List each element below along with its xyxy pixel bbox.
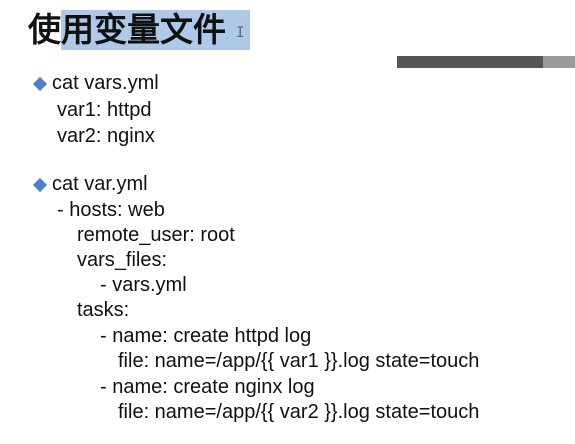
section1-line-1: var1: httpd <box>57 99 152 121</box>
section1-heading: cat vars.yml <box>52 72 159 94</box>
section2-line-task2-file: file: name=/app/{{ var2 }}.log state=tou… <box>118 401 480 423</box>
section2-line-vars-yml: - vars.yml <box>100 274 187 296</box>
text-cursor-icon: I <box>236 25 245 41</box>
section2-line-remote-user: remote_user: root <box>77 224 235 246</box>
section2-line-vars-files: vars_files: <box>77 249 168 271</box>
section2-heading: cat var.yml <box>52 173 148 195</box>
section2-line-hosts: - hosts: web <box>57 199 165 221</box>
section2-line-task1-file: file: name=/app/{{ var1 }}.log state=tou… <box>118 350 480 372</box>
section2-line-tasks: tasks: <box>77 299 130 321</box>
title-selection-highlight <box>61 10 250 50</box>
section2-line-task2-name: - name: create nginx log <box>100 376 315 398</box>
header-bar-dark <box>397 56 543 68</box>
header-bar-light <box>543 56 575 68</box>
diamond-bullet-icon <box>32 177 48 193</box>
diamond-bullet-icon <box>32 76 48 92</box>
section1-line-2: var2: nginx <box>57 125 155 147</box>
slide-title[interactable]: 使用变量文件 <box>28 10 226 49</box>
section2-line-task1-name: - name: create httpd log <box>100 325 312 347</box>
title-area: 使用变量文件 <box>28 8 250 52</box>
